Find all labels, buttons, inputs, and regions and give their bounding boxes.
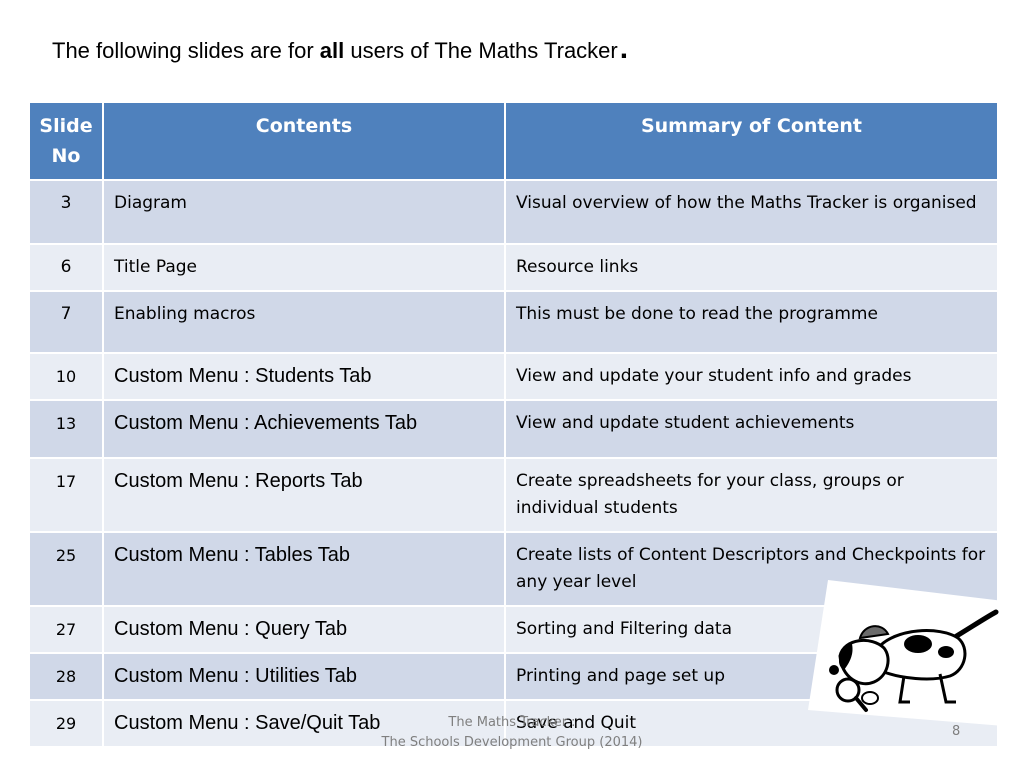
summary-cell: View and update student achievements xyxy=(504,399,999,459)
slide-number-cell: 29 xyxy=(28,699,104,748)
slide-number-cell: 17 xyxy=(28,457,104,533)
slide-number-cell: 27 xyxy=(28,605,104,654)
table-row: 3 Diagram Visual overview of how the Mat… xyxy=(28,179,999,245)
dog-with-magnifying-glass-illustration xyxy=(808,580,1012,726)
summary-cell: View and update your student info and gr… xyxy=(504,352,999,401)
slide-number-cell: 3 xyxy=(28,179,104,245)
contents-cell: Custom Menu : Query Tab xyxy=(102,605,506,654)
slide-number-cell: 25 xyxy=(28,531,104,607)
summary-cell: This must be done to read the programme xyxy=(504,290,999,354)
slide-heading: The following slides are for all users o… xyxy=(52,32,628,66)
table-header-row: Slide No Contents Summary of Content xyxy=(28,101,999,181)
table-row: 7 Enabling macros This must be done to r… xyxy=(28,290,999,354)
heading-prefix: The following slides are for xyxy=(52,38,320,63)
slide-number-cell: 10 xyxy=(28,352,104,401)
slide-number-cell: 6 xyxy=(28,243,104,292)
contents-cell: Custom Menu : Utilities Tab xyxy=(102,652,506,701)
contents-table: Slide No Contents Summary of Content 3 D… xyxy=(28,101,999,748)
header-contents: Contents xyxy=(102,101,506,181)
heading-end-mark: . xyxy=(619,32,629,65)
slide-number-cell: 7 xyxy=(28,290,104,354)
table-row: 13 Custom Menu : Achievements Tab View a… xyxy=(28,399,999,459)
heading-emphasis: all xyxy=(319,38,345,63)
table-row: 17 Custom Menu : Reports Tab Create spre… xyxy=(28,457,999,533)
slide-number-cell: 28 xyxy=(28,652,104,701)
contents-cell: Custom Menu : Students Tab xyxy=(102,352,506,401)
footer-line-1: The Maths Tracker : xyxy=(448,715,576,730)
summary-cell: Create spreadsheets for your class, grou… xyxy=(504,457,999,533)
summary-cell: Resource links xyxy=(504,243,999,292)
footer: The Maths Tracker : The Schools Developm… xyxy=(0,713,1024,753)
header-summary: Summary of Content xyxy=(504,101,999,181)
contents-cell: Diagram xyxy=(102,179,506,245)
slide-number-cell: 13 xyxy=(28,399,104,459)
table-row: 6 Title Page Resource links xyxy=(28,243,999,292)
page-number: 8 xyxy=(952,724,961,739)
heading-suffix: users of The Maths Tracker xyxy=(344,38,618,63)
contents-cell: Custom Menu : Tables Tab xyxy=(102,531,506,607)
footer-line-2: The Schools Development Group (2014) xyxy=(381,735,643,750)
summary-cell: Visual overview of how the Maths Tracker… xyxy=(504,179,999,245)
contents-cell: Custom Menu : Reports Tab xyxy=(102,457,506,533)
contents-cell: Custom Menu : Save/Quit Tab xyxy=(102,699,506,748)
contents-cell: Enabling macros xyxy=(102,290,506,354)
table-row: 10 Custom Menu : Students Tab View and u… xyxy=(28,352,999,401)
contents-cell: Custom Menu : Achievements Tab xyxy=(102,399,506,459)
contents-cell: Title Page xyxy=(102,243,506,292)
header-slide-no: Slide No xyxy=(28,101,104,181)
